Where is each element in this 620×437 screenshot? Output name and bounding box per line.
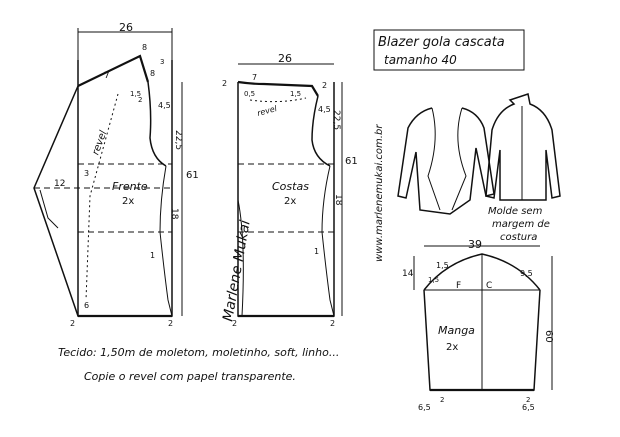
front-mark-f: 12 [54,179,65,189]
front-length-18: 18 [169,208,179,220]
front-shoulder-line [77,54,150,87]
seam-note-line-3: costura [500,232,537,243]
front-mark-i: 1 [150,251,155,260]
back-piece-name: Costas [272,180,309,193]
front-mark-k: 2 [168,319,173,328]
sleeve-mark-back: C [486,281,492,291]
back-shoulder-line [237,80,319,97]
sleeve-piece-name: Manga [438,324,475,337]
sleeve-width-label: 39 [468,238,482,251]
back-pattern-piece: 26 revel 61 22,5 18 7 2 0,5 1,5 4,5 2 2 … [222,52,358,328]
back-mark-b: 2 [222,79,227,88]
back-mark-g: 2 [232,319,237,328]
sleeve-mark-e: 6,5 [522,403,535,412]
website-url: www.marlenemukai.com.br [374,124,385,262]
front-side-seam [159,165,173,317]
back-mark-a: 7 [252,73,257,82]
front-pattern-piece: 26 revel 61 22,5 18 8 8 7 1,5 4,5 12 3 [33,21,199,328]
title-line-2: tamanho 40 [384,53,457,67]
back-piece-count: 2x [284,196,296,207]
back-facing-label: revel [256,104,278,118]
front-mark-m: 3 [160,58,164,66]
back-mark-e: 4,5 [318,105,331,114]
sleeve-mark-b: 9,5 [520,269,533,278]
front-mark-a: 8 [142,43,147,52]
front-mark-g: 3 [84,169,89,178]
back-mark-h: 2 [330,319,335,328]
title-box [373,29,525,71]
title-block: Blazer gola cascata tamanho 40 [373,29,525,71]
front-lapel-edge [33,85,79,317]
back-facing-line [249,97,307,103]
sleeve-mark-f: 2 [440,396,444,404]
blazer-back-outline [485,93,561,201]
signature-mark: Marlene Mukai [220,219,254,323]
back-mark-f: 2 [322,81,327,90]
sleeve-mark-a: 1,5 [436,261,449,270]
fabric-note: Tecido: 1,50m de moletom, moletinho, sof… [58,346,339,359]
back-mark-d: 1,5 [290,90,301,98]
sleeve-mark-front: F [456,281,461,291]
front-mark-e: 4,5 [158,101,171,110]
front-mark-j: 2 [70,319,75,328]
sleeve-cap-label: 14 [402,269,414,279]
front-piece-name: Frente [112,180,148,193]
blazer-back-sketch [485,93,561,201]
front-armhole [147,81,167,167]
blazer-front-lapel-left [427,107,441,211]
back-mark-c: 0,5 [244,90,255,98]
front-width-label: 26 [119,21,133,34]
seam-note-line-2: margem de [492,219,550,230]
back-length-61: 61 [345,156,358,167]
back-side-seam [321,165,335,317]
sleeve-piece-count: 2x [446,342,458,353]
sleeve-height-label: 60 [543,330,554,343]
back-length-225: 22,5 [331,110,341,130]
front-length-61: 61 [186,170,199,181]
front-lapel-curve [39,189,59,229]
front-mark-c: 7 [104,71,110,81]
sleeve-pattern-piece: 39 14 60 1,5 9,5 1,5 F C 6,5 6,5 2 2 Man… [402,238,554,412]
front-mark-h: 6 [84,301,89,310]
back-width-label: 26 [278,52,292,65]
back-mark-i: 1 [314,247,319,256]
front-mark-d: 1,5 [130,90,141,98]
title-line-1: Blazer gola cascata [378,35,505,50]
front-facing-line [85,93,119,301]
back-center-seam [237,199,244,317]
signature-text: Marlene Mukai [220,219,254,323]
blazer-front-sketch [397,107,495,215]
seam-allowance-note: Molde sem margem de costura [488,206,550,243]
blazer-front-outline [397,107,495,215]
blazer-front-lapel-right [451,107,467,211]
sleeve-mark-d: 6,5 [418,403,431,412]
sleeve-mark-c: 1,5 [428,276,439,284]
sleeve-mark-g: 2 [526,396,530,404]
back-length-18: 18 [333,194,343,206]
front-mark-l: 2 [138,96,142,104]
front-length-225: 22,5 [173,130,183,150]
front-mark-b: 8 [150,69,155,78]
front-facing-label: revel [90,129,109,157]
seam-note-line-1: Molde sem [488,206,543,217]
back-armhole [311,95,331,167]
front-piece-count: 2x [122,196,134,207]
facing-note: Copie o revel com papel transparente. [84,370,296,383]
